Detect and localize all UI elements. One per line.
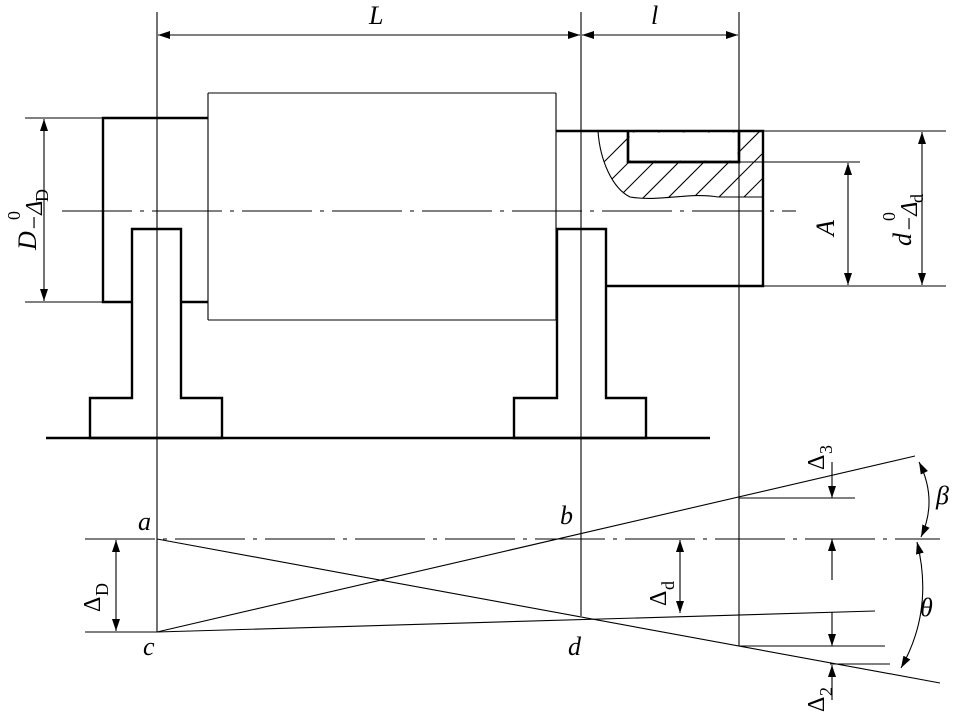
svg-text:Δ: Δ [804,455,830,470]
deviation-delta-d: Δ d [646,581,678,606]
right-support [512,227,648,440]
left-support [88,227,224,440]
svg-text:d: d [658,581,678,590]
hatched-section [597,130,763,199]
svg-text:Δ: Δ [80,597,106,612]
svg-text:0: 0 [4,211,24,220]
deviation-delta-3: Δ 3 [804,445,836,470]
svg-text:3: 3 [816,445,836,454]
svg-text:d: d [907,194,927,203]
label-l: l [651,1,658,30]
svg-text:2: 2 [816,687,836,696]
tolerance-D: D −Δ D 0 [4,189,52,251]
centerlines [62,150,796,420]
label-b: b [560,501,573,530]
label-a: a [138,507,151,536]
dimension-lines [40,31,926,301]
svg-text:D: D [32,189,52,202]
svg-text:D: D [13,231,42,251]
deviation-delta-D: Δ D [80,583,112,612]
svg-text:d: d [888,232,917,246]
label-d: d [568,632,582,661]
label-beta: β [935,481,949,510]
labels: L l A a b c d β θ [138,1,949,661]
extension-lines [25,12,946,646]
part-outline [101,92,765,321]
label-c: c [143,632,155,661]
label-A: A [811,220,840,238]
svg-text:Δ: Δ [804,697,830,712]
svg-text:D: D [92,583,112,596]
label-theta: θ [920,593,933,622]
deviation-delta-2: Δ 2 [804,687,836,712]
svg-text:Δ: Δ [646,591,672,606]
svg-text:−Δ: −Δ [22,201,48,231]
svg-text:0: 0 [879,212,899,221]
error-diagram [85,455,941,700]
label-L: L [368,1,383,30]
tolerance-d: d −Δ d 0 [879,194,927,246]
svg-text:−Δ: −Δ [897,202,923,232]
